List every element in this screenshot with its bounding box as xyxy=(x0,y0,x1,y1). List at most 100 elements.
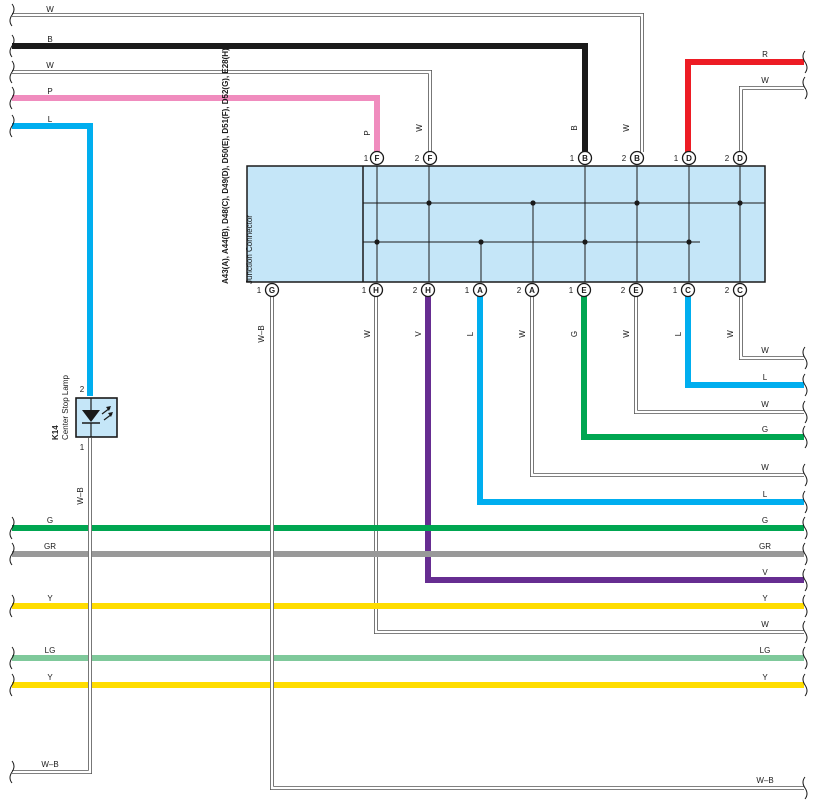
right-label-w-4: W xyxy=(761,463,769,472)
top-pin-b2: B 2 xyxy=(622,150,645,166)
break-mark xyxy=(9,34,15,58)
pin-number: 2 xyxy=(622,154,627,163)
bottom-pin-e2: E 2 xyxy=(621,282,644,298)
bottom-pin-a1: A 1 xyxy=(465,282,488,298)
center-stop-lamp xyxy=(75,397,118,438)
wire-r xyxy=(685,59,804,152)
top-pin-d2: D 2 xyxy=(725,150,748,166)
break-mark xyxy=(802,346,808,370)
top-pin-f2: F 2 xyxy=(415,150,438,166)
bottom-pin-e1: E 1 xyxy=(569,282,592,298)
wire-label-h2: V xyxy=(414,331,423,337)
break-mark xyxy=(9,3,15,27)
wire-l-c1 xyxy=(685,296,804,388)
right-label-v: V xyxy=(762,568,768,577)
pin-number: 2 xyxy=(517,286,522,295)
left-label-w-1: W xyxy=(46,5,54,14)
wire-v xyxy=(425,296,804,583)
wire-label-b1: B xyxy=(570,125,579,130)
junction-connector xyxy=(246,165,766,283)
pin-letter: E xyxy=(581,286,587,295)
break-mark xyxy=(9,60,15,84)
wire-w-c2 xyxy=(739,296,804,360)
break-mark xyxy=(802,516,808,540)
left-break-marks xyxy=(9,3,15,784)
junction-name: Junction Connector xyxy=(245,215,254,284)
pin-letter: H xyxy=(373,286,379,295)
wire-label-f1: P xyxy=(363,130,372,135)
break-mark xyxy=(802,50,808,74)
wire-wb-lamp xyxy=(12,438,92,774)
right-break-marks xyxy=(802,50,808,800)
top-pin-d1: D 1 xyxy=(674,150,697,166)
pin-number: 1 xyxy=(673,286,678,295)
left-label-wb: W–B xyxy=(41,760,58,769)
wire-label-h1: W xyxy=(363,330,372,338)
break-mark xyxy=(802,400,808,424)
break-mark xyxy=(802,673,808,697)
pin-number: 1 xyxy=(674,154,679,163)
pin-number: 2 xyxy=(725,154,730,163)
bottom-pin-a2: A 2 xyxy=(517,282,540,298)
wire-w-a2 xyxy=(530,296,804,477)
break-mark xyxy=(802,568,808,592)
wire-label-b2: W xyxy=(622,124,631,132)
right-label-l-1: L xyxy=(763,373,768,382)
left-label-y-2: Y xyxy=(47,673,53,682)
pin-letter: A xyxy=(477,286,483,295)
pin-number: 1 xyxy=(257,286,262,295)
lamp-pin-bottom: 1 xyxy=(80,443,85,452)
bottom-pin-c2: C 2 xyxy=(725,282,748,298)
break-mark xyxy=(9,114,15,138)
wire-label-c2: W xyxy=(726,330,735,338)
break-mark xyxy=(9,542,15,566)
bottom-pin-h1: H 1 xyxy=(362,282,384,298)
left-label-b: B xyxy=(47,35,52,44)
wire-label-lamp-wb: W–B xyxy=(76,487,85,504)
wire-w-second xyxy=(12,70,432,152)
bottom-pin-h2: H 2 xyxy=(413,282,436,298)
pin-letter: G xyxy=(269,286,275,295)
wire-label-e1: G xyxy=(570,331,579,337)
left-label-l: L xyxy=(48,115,53,124)
pin-number: 2 xyxy=(413,286,418,295)
wire-w-top xyxy=(12,13,644,152)
wire-label-a1: L xyxy=(466,331,475,336)
lamp-code: K14 xyxy=(51,425,60,440)
break-mark xyxy=(9,760,15,784)
left-label-y-1: Y xyxy=(47,594,53,603)
break-mark xyxy=(802,463,808,487)
pin-letter: F xyxy=(428,154,433,163)
pin-number: 1 xyxy=(362,286,367,295)
wire-p xyxy=(12,95,380,152)
wire-w-e2 xyxy=(634,296,804,414)
break-mark xyxy=(9,673,15,697)
wire-l-lamp xyxy=(12,123,93,396)
wire-label-c1: L xyxy=(674,331,683,336)
wire-label-f2: W xyxy=(415,124,424,132)
break-mark xyxy=(802,373,808,397)
right-label-r: R xyxy=(762,50,768,59)
pin-number: 2 xyxy=(415,154,420,163)
right-label-lg: LG xyxy=(760,646,771,655)
wire-wb-g1 xyxy=(270,296,804,790)
left-label-gr: GR xyxy=(44,542,56,551)
right-label-w-5: W xyxy=(761,620,769,629)
bottom-pin-c1: C 1 xyxy=(673,282,696,298)
right-label-gr: GR xyxy=(759,542,771,551)
right-label-w-1: W xyxy=(761,76,769,85)
left-label-lg: LG xyxy=(45,646,56,655)
right-label-w-2: W xyxy=(761,346,769,355)
break-mark xyxy=(9,516,15,540)
pin-number: 2 xyxy=(621,286,626,295)
wire-w-d2 xyxy=(739,86,804,152)
pin-letter: A xyxy=(529,286,535,295)
break-mark xyxy=(9,646,15,670)
pin-letter: B xyxy=(634,154,640,163)
led-icon xyxy=(82,398,113,437)
junction-codes: A43(A), A44(B), D48(C), D49(D), D50(E), … xyxy=(221,48,230,284)
break-mark xyxy=(802,646,808,670)
pin-letter: C xyxy=(685,286,691,295)
wire-g-e1 xyxy=(581,296,804,440)
